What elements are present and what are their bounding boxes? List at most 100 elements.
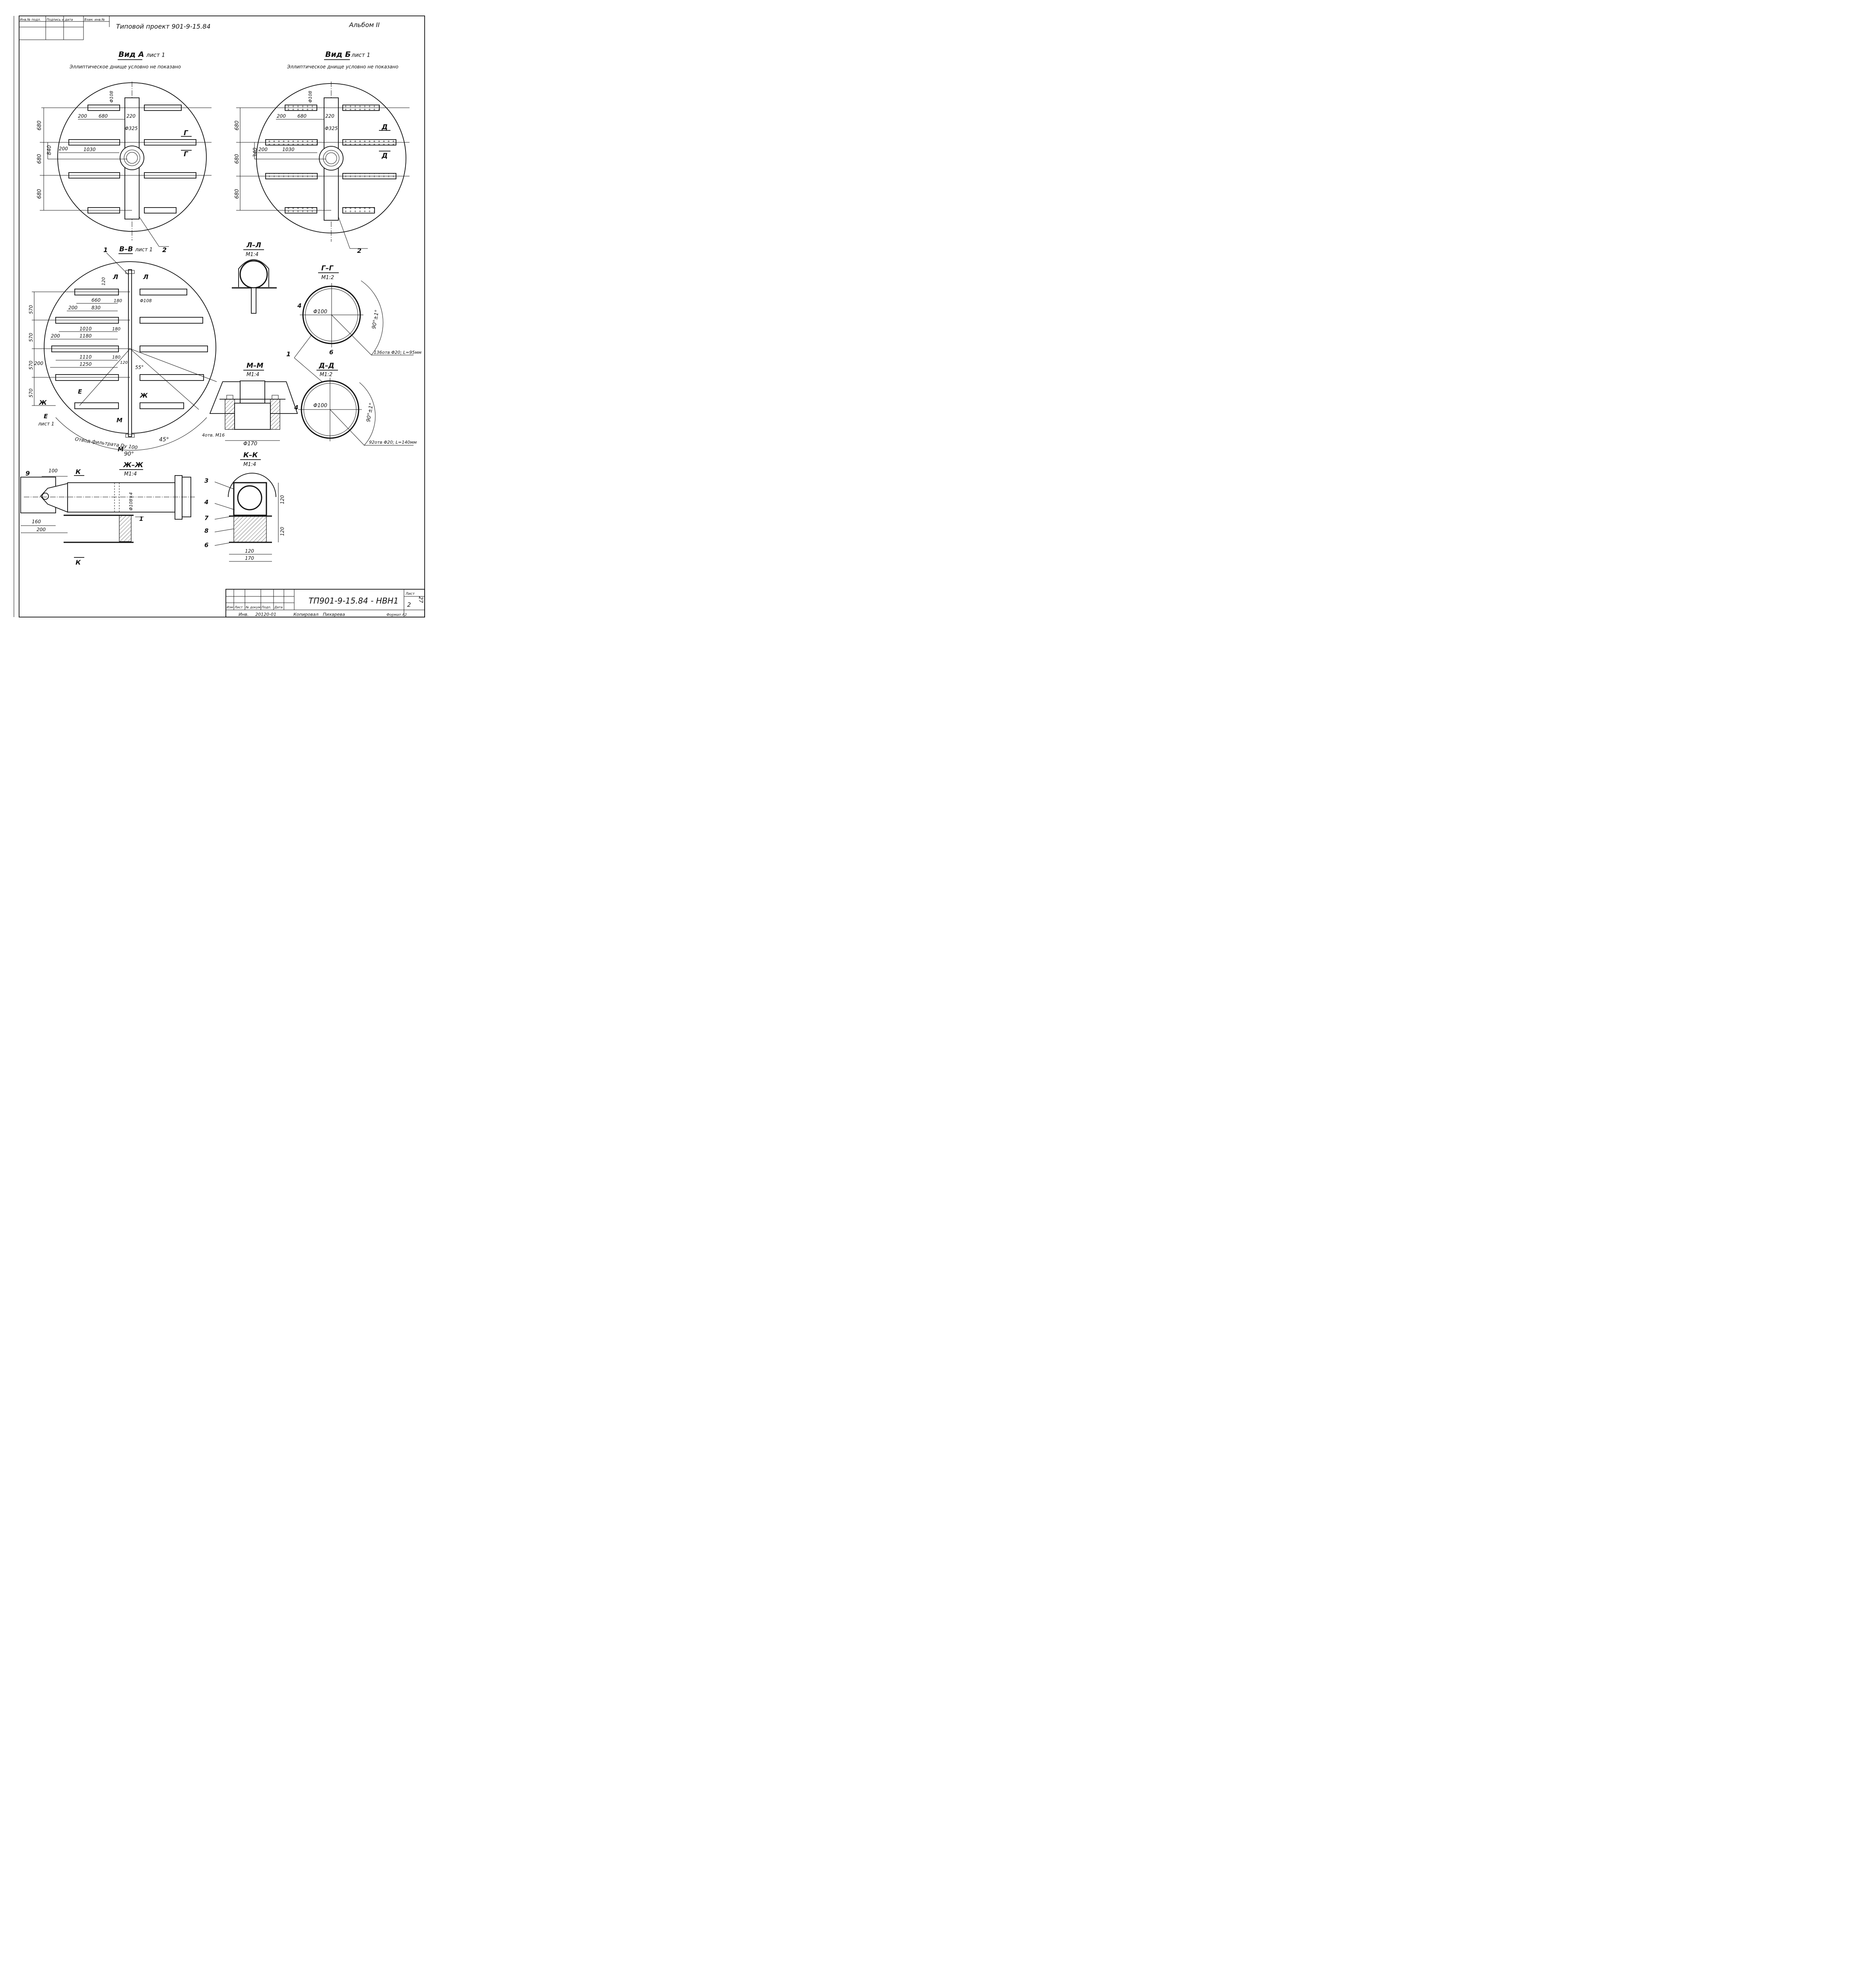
sheets-total: 27: [417, 596, 423, 603]
section-mark: Е: [78, 388, 82, 395]
section-mark: Ж: [39, 399, 47, 406]
dim: 680: [37, 189, 43, 199]
dim: 680: [234, 189, 240, 199]
dim: 660: [91, 297, 101, 303]
section-mark: М: [118, 446, 124, 453]
callout: 2: [357, 247, 361, 254]
dim: 55°: [135, 365, 144, 370]
dim: Φ100: [313, 309, 327, 315]
callout: 4: [204, 499, 208, 506]
view-a-sheet: лист 1: [146, 52, 165, 58]
dim: 180: [112, 355, 120, 360]
dim: Φ325: [125, 126, 138, 131]
dim: Φ170: [243, 441, 257, 447]
row-label: Изм: [227, 606, 233, 609]
inv-no: 20120-01: [255, 612, 276, 617]
dim: 680: [234, 154, 240, 164]
dim: 4отв. М16: [202, 433, 225, 438]
callout: 2: [162, 246, 167, 254]
section-kk-title: К–К: [243, 451, 258, 459]
section-gg: Г–Г М1:2 Φ100 90°±1° 4 6 1 136отв Φ20; L…: [286, 264, 421, 382]
callout: 3: [204, 477, 208, 484]
note-e: лист 1: [38, 421, 54, 427]
section-mark: Л: [143, 273, 148, 281]
dim: 120: [280, 527, 285, 536]
dim: 200: [37, 527, 46, 532]
section-kk-scale: М1:4: [243, 462, 256, 468]
dim: 200: [34, 361, 43, 366]
section-mm-scale: М1:4: [247, 372, 259, 378]
dim: 1250: [80, 361, 92, 367]
holes-note: 92отв Φ20; L=140мм: [369, 440, 417, 445]
section-ll: Л–Л М1:4: [232, 241, 277, 314]
dim: 840: [47, 145, 52, 155]
dim: Φ108: [109, 91, 114, 103]
section-mark: Г: [184, 129, 188, 137]
dim: 680: [37, 154, 43, 164]
section-mark: Ж: [140, 392, 148, 399]
dim: 680: [297, 113, 307, 119]
section-mm-title: М–М: [247, 362, 263, 370]
dim: 200: [78, 113, 87, 119]
section-mark: К: [76, 468, 81, 476]
view-b: Вид Б лист 1 Эллиптическое днище условно…: [234, 50, 410, 254]
section-vv-sheet: лист 1: [135, 247, 153, 253]
dim: 570: [28, 333, 34, 342]
dim: 200: [59, 146, 68, 151]
holes-note: 136отв Φ20; L=95мм: [374, 350, 421, 355]
dim: Φ100: [313, 403, 327, 409]
section-ll-scale: М1:4: [246, 252, 258, 258]
section-ll-title: Л–Л: [246, 241, 261, 249]
dim: 220: [126, 113, 136, 119]
project-title: Типовой проект 901-9-15.84: [116, 23, 211, 30]
section-vv-title: В–В: [119, 245, 133, 253]
section-mark: Г: [184, 150, 188, 158]
section-kk: К–К М1:4 3 4 7 8 6 120 120 120 170: [204, 451, 285, 562]
section-mark: М: [116, 417, 122, 424]
section-vv: 1 В–В лист 1 2: [28, 245, 217, 457]
dim: 200: [277, 113, 286, 119]
dim: 160: [32, 519, 41, 524]
view-b-title: Вид Б: [325, 50, 351, 59]
section-mark: К: [76, 559, 81, 566]
callout: 7: [204, 514, 209, 522]
dim: 1180: [80, 333, 92, 339]
callout: 1: [286, 350, 291, 358]
row-label: № докум.: [245, 606, 261, 609]
album-label: Альбом II: [349, 21, 380, 29]
dim: 680: [37, 120, 43, 130]
dim: 180: [114, 298, 122, 303]
inv-label: Инв.: [239, 612, 249, 617]
section-gg-scale: М1:2: [321, 275, 334, 281]
callout: 6: [204, 542, 208, 549]
dim: Φ108: [308, 91, 313, 103]
drawing-code: ТП901-9-15.84 - НВН1: [309, 596, 398, 606]
section-mark: Л: [113, 273, 118, 281]
dim: 1110: [80, 354, 92, 360]
section-mark: Е: [44, 413, 48, 420]
dim: 680: [234, 120, 240, 130]
dim: 200: [68, 305, 78, 311]
sheet-no: 2: [407, 601, 411, 608]
drawing-frame: [14, 16, 425, 617]
section-mark: Д: [381, 123, 388, 131]
dim: 120: [245, 548, 254, 554]
callout: 1: [103, 246, 108, 254]
dim: 220: [325, 113, 334, 119]
section-zz-title: Ж–Ж: [123, 461, 144, 469]
view-b-note: Эллиптическое днище условно не показано: [287, 64, 398, 70]
callout: 8: [204, 527, 208, 534]
stamp-cell: Инв.№ подл.: [20, 18, 41, 21]
dim: 45°: [159, 437, 169, 443]
sheet-label: Лист: [405, 592, 415, 596]
section-mark: Д: [381, 152, 388, 160]
section-dd-title: Д–Д: [318, 362, 334, 370]
dim: 570: [28, 388, 34, 398]
dim: 570: [28, 305, 34, 314]
dim: 1030: [282, 147, 295, 152]
view-a: Вид А лист 1 Эллиптическое днище условно…: [37, 50, 212, 254]
drawing-sheet: + Инв.№ подл. Подпись и дата Взам. инв.№…: [14, 16, 425, 617]
section-mm: М–М М1:4 4отв. М16 Φ170: [202, 362, 298, 447]
section-dd-scale: М1:2: [320, 372, 332, 378]
callout: 9: [25, 470, 30, 477]
